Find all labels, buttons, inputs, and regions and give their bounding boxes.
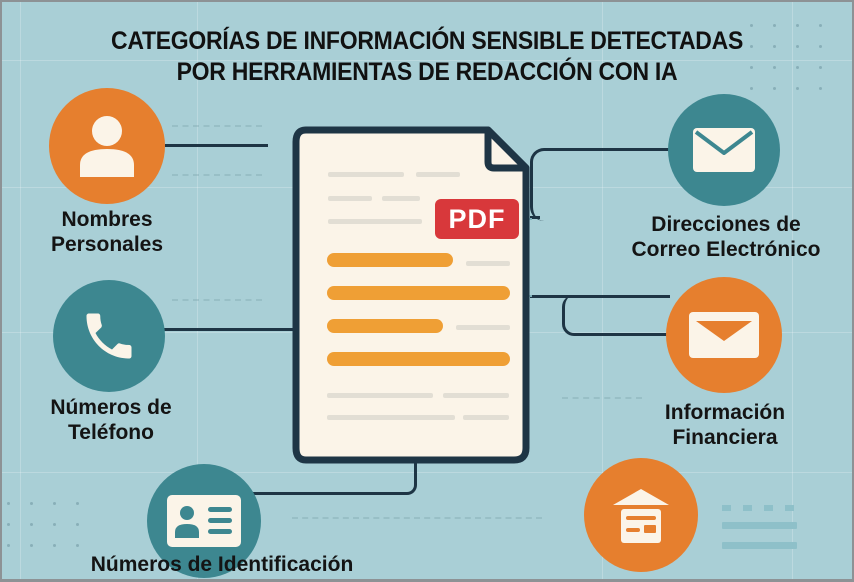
- grid-line: [20, 2, 21, 579]
- category-node-finance: [666, 277, 782, 393]
- pdf-badge: PDF: [435, 199, 519, 239]
- infographic-title: CATEGORÍAS DE INFORMACIÓN SENSIBLE DETEC…: [36, 26, 818, 88]
- connector-names: [165, 144, 268, 147]
- grid-line: [792, 2, 793, 579]
- text-placeholder: [456, 325, 510, 330]
- dashed-line: [172, 299, 262, 301]
- category-node-ids: [147, 464, 261, 578]
- text-placeholder: [327, 415, 455, 420]
- person-icon: [80, 116, 134, 177]
- decor-line: [722, 522, 797, 529]
- grid-line: [2, 472, 852, 473]
- category-node-emails: [668, 94, 780, 206]
- category-label-phones: Números de Teléfono: [50, 396, 172, 444]
- id-card-icon: [167, 495, 241, 547]
- category-label-finance: Información Financiera: [664, 401, 786, 449]
- connector-finance-a: [530, 295, 670, 338]
- bank-card-icon: [613, 489, 669, 543]
- text-placeholder: [466, 261, 510, 266]
- redacted-highlight: [327, 253, 453, 267]
- redacted-highlight: [327, 319, 443, 333]
- decor-line: [722, 542, 797, 549]
- connector-phones: [164, 328, 294, 331]
- connector-finance-b: [562, 295, 671, 336]
- redacted-highlight: [327, 352, 510, 366]
- category-node-bank: [584, 458, 698, 572]
- text-placeholder: [327, 393, 433, 398]
- decor-square: [722, 505, 731, 511]
- grid-line: [2, 60, 852, 61]
- redacted-highlight: [327, 286, 510, 300]
- envelope-open-icon: [689, 312, 759, 358]
- text-placeholder: [382, 196, 420, 201]
- grid-line: [602, 2, 603, 579]
- phone-icon: [86, 313, 132, 359]
- title-line-2: POR HERRAMIENTAS DE REDACCIÓN CON IA: [176, 58, 678, 86]
- grid-line: [197, 2, 198, 579]
- connector-emails: [530, 148, 671, 221]
- category-label-names: Nombres Personales: [50, 208, 164, 256]
- dashed-line: [172, 125, 262, 127]
- category-label-ids: Números de Identificación: [90, 553, 354, 576]
- decor-square: [785, 505, 794, 511]
- decor-square: [764, 505, 773, 511]
- title-line-1: CATEGORÍAS DE INFORMACIÓN SENSIBLE DETEC…: [110, 27, 744, 55]
- category-label-emails: Direcciones de Correo Electrónico: [631, 213, 821, 261]
- decor-square: [743, 505, 752, 511]
- category-node-names: [49, 88, 165, 204]
- text-placeholder: [443, 393, 509, 398]
- dot-pattern: [750, 24, 822, 90]
- dashed-line: [562, 397, 642, 399]
- dashed-line: [172, 174, 262, 176]
- text-placeholder: [328, 172, 404, 177]
- envelope-icon: [693, 128, 755, 172]
- category-node-phones: [53, 280, 165, 392]
- dot-pattern: [7, 502, 79, 547]
- text-placeholder: [328, 219, 422, 224]
- text-placeholder: [416, 172, 460, 177]
- text-placeholder: [328, 196, 372, 201]
- text-placeholder: [463, 415, 509, 420]
- connector-emails-stub: [530, 216, 540, 219]
- dashed-line: [292, 517, 542, 519]
